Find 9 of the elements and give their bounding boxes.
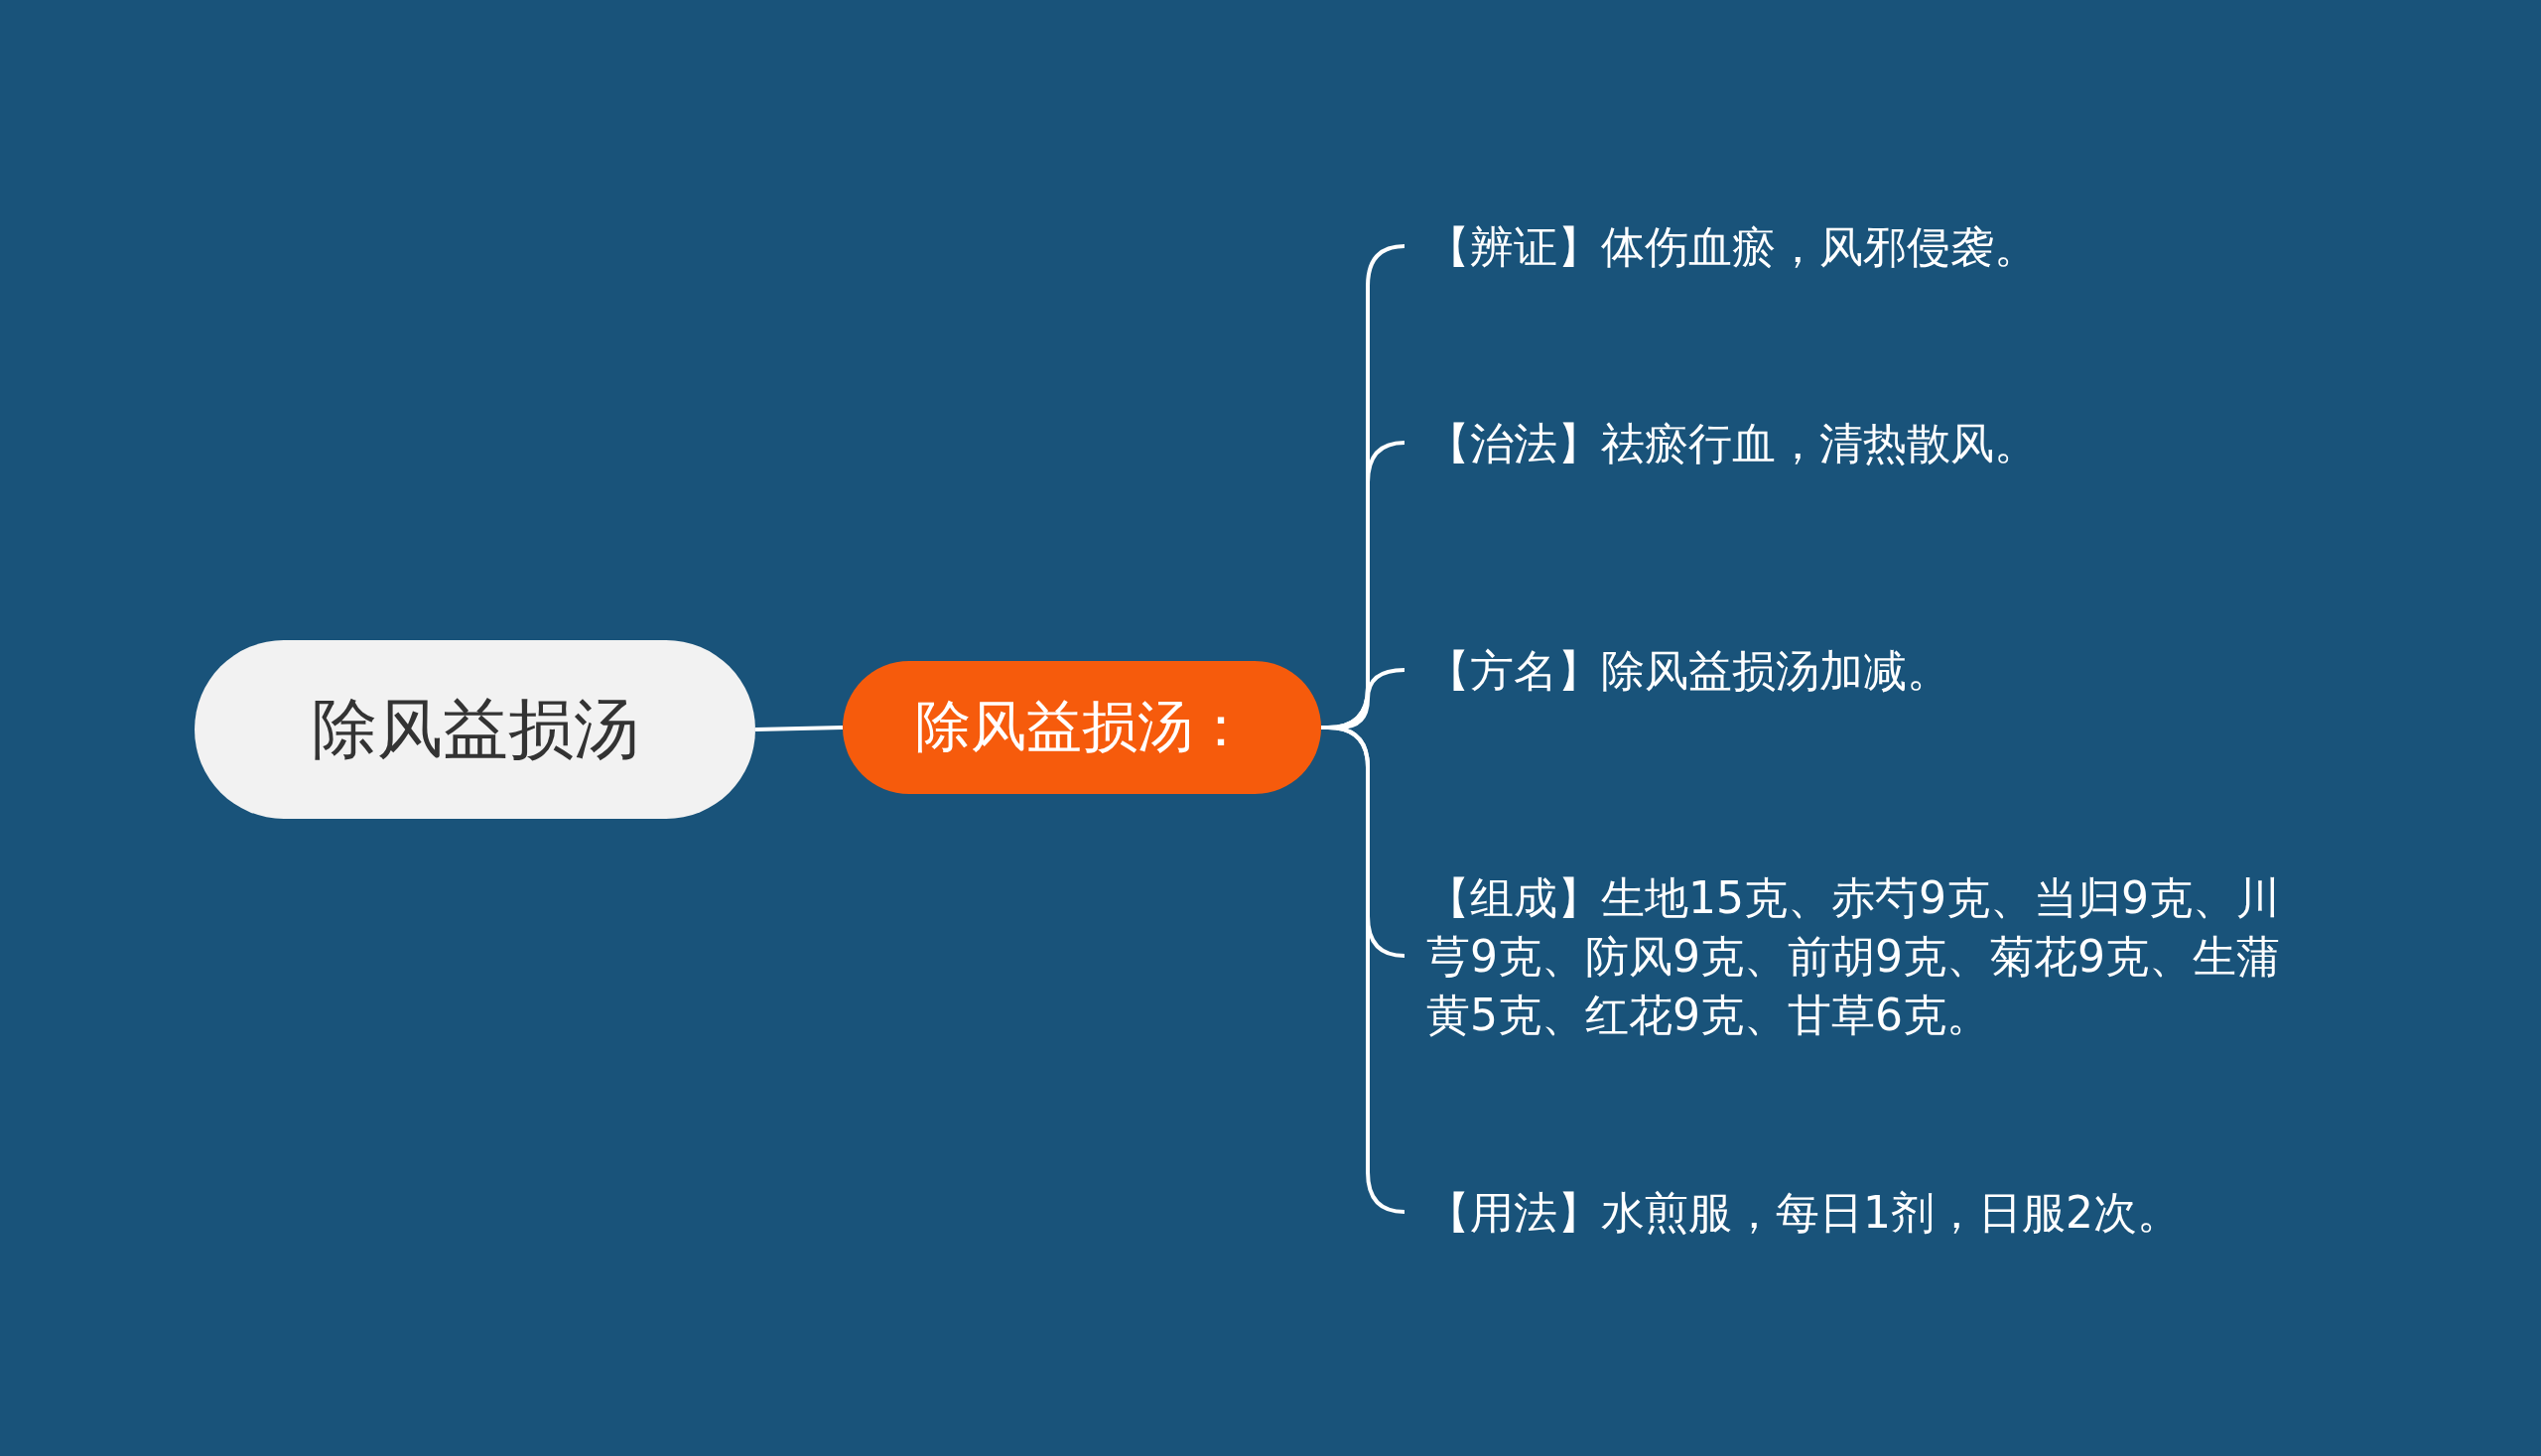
branch-text: 【辨证】体伤血瘀，风邪侵袭。: [1426, 216, 2320, 276]
connector-line: [754, 726, 844, 731]
branch-text: 【组成】生地15克、赤芍9克、当归9克、川芎9克、防风9克、前胡9克、菊花9克、生蒲黄5克、红花9克、甘草6克。: [1426, 866, 2320, 1045]
subtopic-pill: 除风益损汤：: [843, 661, 1321, 794]
branch-text: 【治法】祛瘀行血，清热散风。: [1426, 413, 2320, 472]
connector-line: [1321, 726, 1405, 1214]
branch-text: 【方名】除风益损汤加减。: [1426, 610, 2320, 729]
branch-text: 【用法】水煎服，每日1剂，日服2次。: [1426, 1182, 2320, 1242]
topic-pill: 除风益损汤: [195, 640, 755, 819]
